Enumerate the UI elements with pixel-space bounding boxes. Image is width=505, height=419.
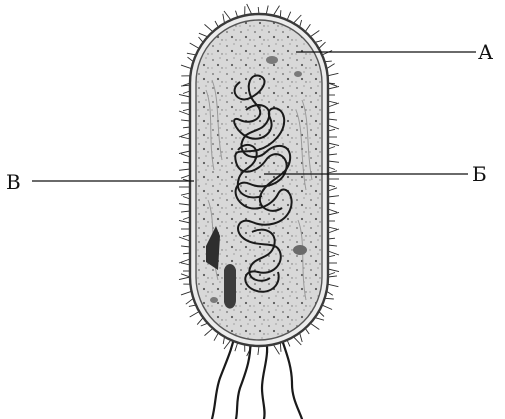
pilus bbox=[247, 4, 252, 15]
pilus bbox=[181, 175, 190, 178]
pilus bbox=[224, 340, 231, 349]
pilus bbox=[181, 263, 190, 265]
pilus bbox=[223, 14, 225, 23]
pilus bbox=[190, 312, 200, 318]
pilus bbox=[181, 154, 190, 157]
pilus bbox=[199, 33, 208, 37]
label-a: А bbox=[478, 40, 493, 64]
pilus bbox=[328, 276, 337, 277]
pilus bbox=[181, 291, 192, 295]
pilus bbox=[322, 305, 332, 309]
pilus bbox=[328, 229, 339, 233]
pilus bbox=[181, 137, 190, 139]
pilus bbox=[179, 111, 190, 115]
pilus bbox=[310, 31, 319, 37]
pilus bbox=[179, 259, 190, 263]
pilus bbox=[181, 246, 190, 247]
pilus bbox=[205, 328, 213, 335]
label-b: Б bbox=[472, 162, 487, 186]
pilus bbox=[181, 65, 192, 69]
pilus bbox=[328, 86, 339, 89]
pilus bbox=[322, 51, 332, 55]
pilus bbox=[214, 333, 218, 341]
pilus bbox=[294, 15, 302, 23]
pilus bbox=[197, 318, 203, 325]
pilus bbox=[328, 284, 339, 287]
pilus bbox=[328, 161, 339, 162]
pilus bbox=[328, 269, 339, 272]
pilus bbox=[181, 193, 190, 195]
pilus bbox=[328, 103, 339, 107]
pilus bbox=[179, 237, 190, 241]
pilus bbox=[181, 85, 190, 86]
pilus bbox=[190, 43, 200, 49]
pilus bbox=[294, 337, 302, 345]
pilus bbox=[224, 11, 231, 20]
pilus bbox=[179, 151, 190, 154]
label-v: В bbox=[6, 170, 21, 194]
pilus bbox=[273, 345, 279, 355]
pilus bbox=[328, 73, 339, 76]
pilus bbox=[328, 188, 337, 191]
pilus bbox=[315, 318, 324, 321]
pilus bbox=[328, 196, 339, 197]
pilus bbox=[328, 251, 339, 255]
pilus bbox=[328, 154, 337, 155]
pilus bbox=[179, 204, 190, 205]
pilus bbox=[310, 323, 319, 329]
pilus bbox=[328, 171, 337, 173]
pilus bbox=[179, 133, 190, 137]
pilus bbox=[181, 274, 190, 277]
pilus bbox=[328, 143, 339, 146]
pilus bbox=[179, 94, 190, 97]
pilus bbox=[205, 24, 213, 31]
pilus bbox=[328, 125, 339, 129]
pilus bbox=[328, 209, 337, 212]
pilus bbox=[319, 42, 326, 48]
pilus bbox=[328, 212, 339, 215]
pilus bbox=[179, 169, 190, 170]
pilus bbox=[327, 64, 335, 69]
pilus bbox=[300, 333, 303, 342]
pilus bbox=[305, 24, 310, 31]
pilus bbox=[328, 227, 337, 229]
pilus bbox=[266, 6, 268, 15]
pilus bbox=[328, 101, 337, 103]
pilus bbox=[328, 119, 337, 120]
pilus bbox=[179, 220, 190, 223]
pilus bbox=[181, 120, 190, 121]
pilus bbox=[258, 346, 259, 355]
pilus bbox=[273, 6, 279, 16]
pilus bbox=[179, 277, 190, 280]
pilus bbox=[181, 211, 190, 212]
pilus bbox=[328, 245, 337, 246]
